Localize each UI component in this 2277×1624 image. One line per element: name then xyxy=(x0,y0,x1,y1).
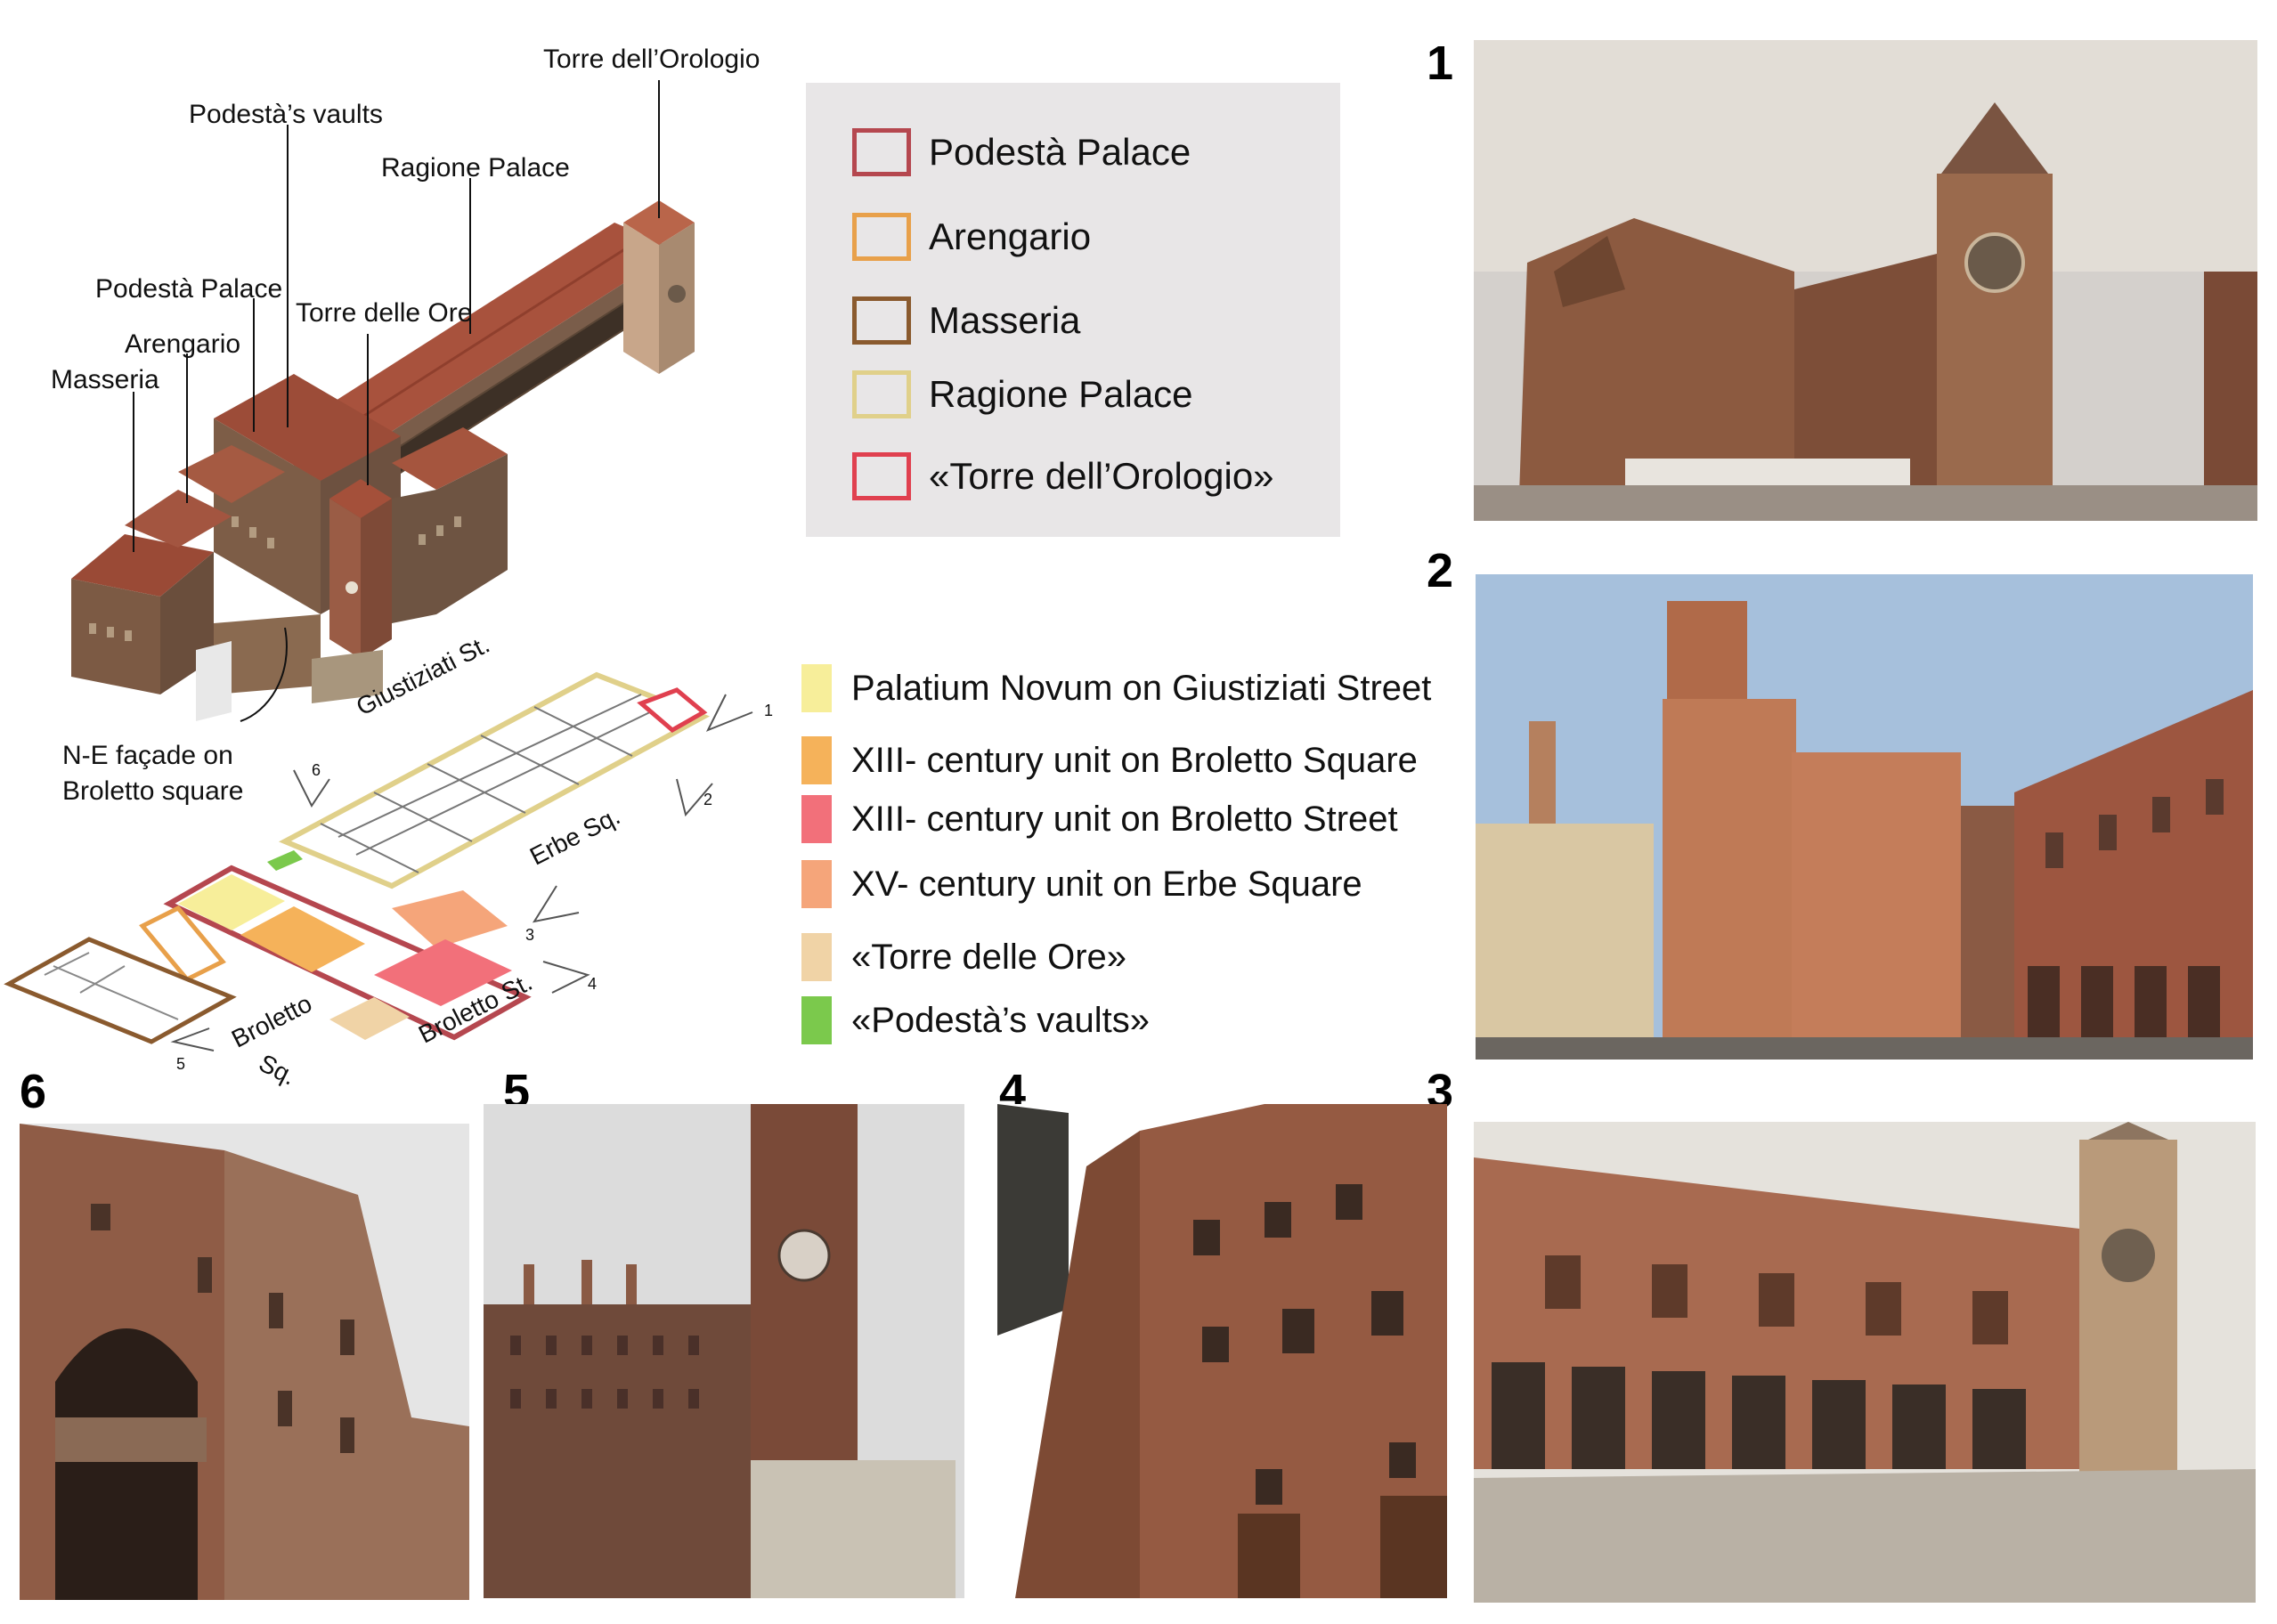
fill-legend-xiii-broletto-street: XIII- century unit on Broletto Street xyxy=(801,794,1398,844)
legend-label: Ragione Palace xyxy=(929,373,1193,415)
callout-torre-orologio: Torre dell’Orologio xyxy=(543,45,760,74)
swatch-xiii-broletto-square xyxy=(801,736,832,784)
callout-arengario: Arengario xyxy=(125,329,241,359)
fill-legend-xiii-broletto-square: XIII- century unit on Broletto Square xyxy=(801,735,1418,785)
plan-view-number: 5 xyxy=(176,1055,186,1073)
swatch-torre-orologio xyxy=(852,452,911,500)
photo-number: 6 xyxy=(20,1065,47,1118)
legend-label: Masseria xyxy=(929,299,1081,341)
fill-legend-torre-ore: «Torre delle Ore» xyxy=(801,932,1126,982)
photo-3-ragione-arcade xyxy=(1474,1122,2256,1603)
swatch-masseria xyxy=(852,296,911,345)
photo-number: 1 xyxy=(1427,37,1454,90)
fill-legend-xv-erbe-square: XV- century unit on Erbe Square xyxy=(801,859,1362,909)
swatch-podesta-vaults xyxy=(801,996,832,1044)
legend-item-ragione-palace: Ragione Palace xyxy=(852,368,1193,421)
legend-label: «Torre delle Ore» xyxy=(851,937,1127,977)
plan-view-number: 3 xyxy=(525,926,535,944)
swatch-arengario xyxy=(852,213,911,261)
legend-label: Arengario xyxy=(929,215,1092,257)
swatch-palatium-novum xyxy=(801,664,832,712)
photo-1-square-view xyxy=(1474,40,2257,521)
plan-view-number: 4 xyxy=(588,975,598,993)
swatch-ragione-palace xyxy=(852,370,911,418)
fill-legend-podesta-vaults: «Podestà’s vaults» xyxy=(801,995,1150,1045)
outline-legend: Podestà Palace Arengario Masseria Ragion… xyxy=(806,83,1340,537)
isometric-building-drawing xyxy=(71,80,695,722)
photo-6-ne-facade xyxy=(20,1124,469,1600)
plan-view-number: 2 xyxy=(703,791,713,808)
callout-ne-facade-2: Broletto square xyxy=(62,776,244,806)
callout-masseria: Masseria xyxy=(51,365,159,394)
legend-item-arengario: Arengario xyxy=(852,210,1091,264)
callout-ne-facade-1: N-E façade on xyxy=(62,741,233,770)
legend-label: Palatium Novum on Giustiziati Street xyxy=(851,668,1432,708)
legend-item-podesta-palace: Podestà Palace xyxy=(852,126,1191,179)
legend-label: XIII- century unit on Broletto Street xyxy=(851,799,1398,839)
fill-legend-palatium-novum: Palatium Novum on Giustiziati Street xyxy=(801,663,1431,713)
photo-number: 2 xyxy=(1427,544,1454,597)
legend-label: Podestà Palace xyxy=(929,131,1191,173)
callout-torre-ore: Torre delle Ore xyxy=(296,298,473,328)
plan-view-number: 6 xyxy=(312,761,321,779)
legend-label: «Torre dell’Orologio» xyxy=(929,455,1274,497)
swatch-xv-erbe-square xyxy=(801,860,832,908)
plan-view-number: 1 xyxy=(764,702,774,719)
swatch-podesta-palace xyxy=(852,128,911,176)
photo-4-corner-view xyxy=(997,1104,1447,1598)
callout-ragione-palace: Ragione Palace xyxy=(381,153,570,183)
legend-item-torre-orologio: «Torre dell’Orologio» xyxy=(852,450,1274,503)
legend-item-masseria: Masseria xyxy=(852,294,1080,347)
floor-plan xyxy=(4,671,753,1052)
legend-label: XIII- century unit on Broletto Square xyxy=(851,740,1418,780)
callout-podesta-palace: Podestà Palace xyxy=(95,274,283,304)
swatch-xiii-broletto-street xyxy=(801,795,832,843)
photo-5-broletto-tower xyxy=(484,1104,964,1598)
swatch-torre-ore xyxy=(801,933,832,981)
legend-label: «Podestà’s vaults» xyxy=(851,1000,1151,1040)
legend-label: XV- century unit on Erbe Square xyxy=(851,864,1362,904)
photo-2-tower-view xyxy=(1476,574,2253,1060)
callout-podesta-vaults: Podestà’s vaults xyxy=(189,100,383,129)
